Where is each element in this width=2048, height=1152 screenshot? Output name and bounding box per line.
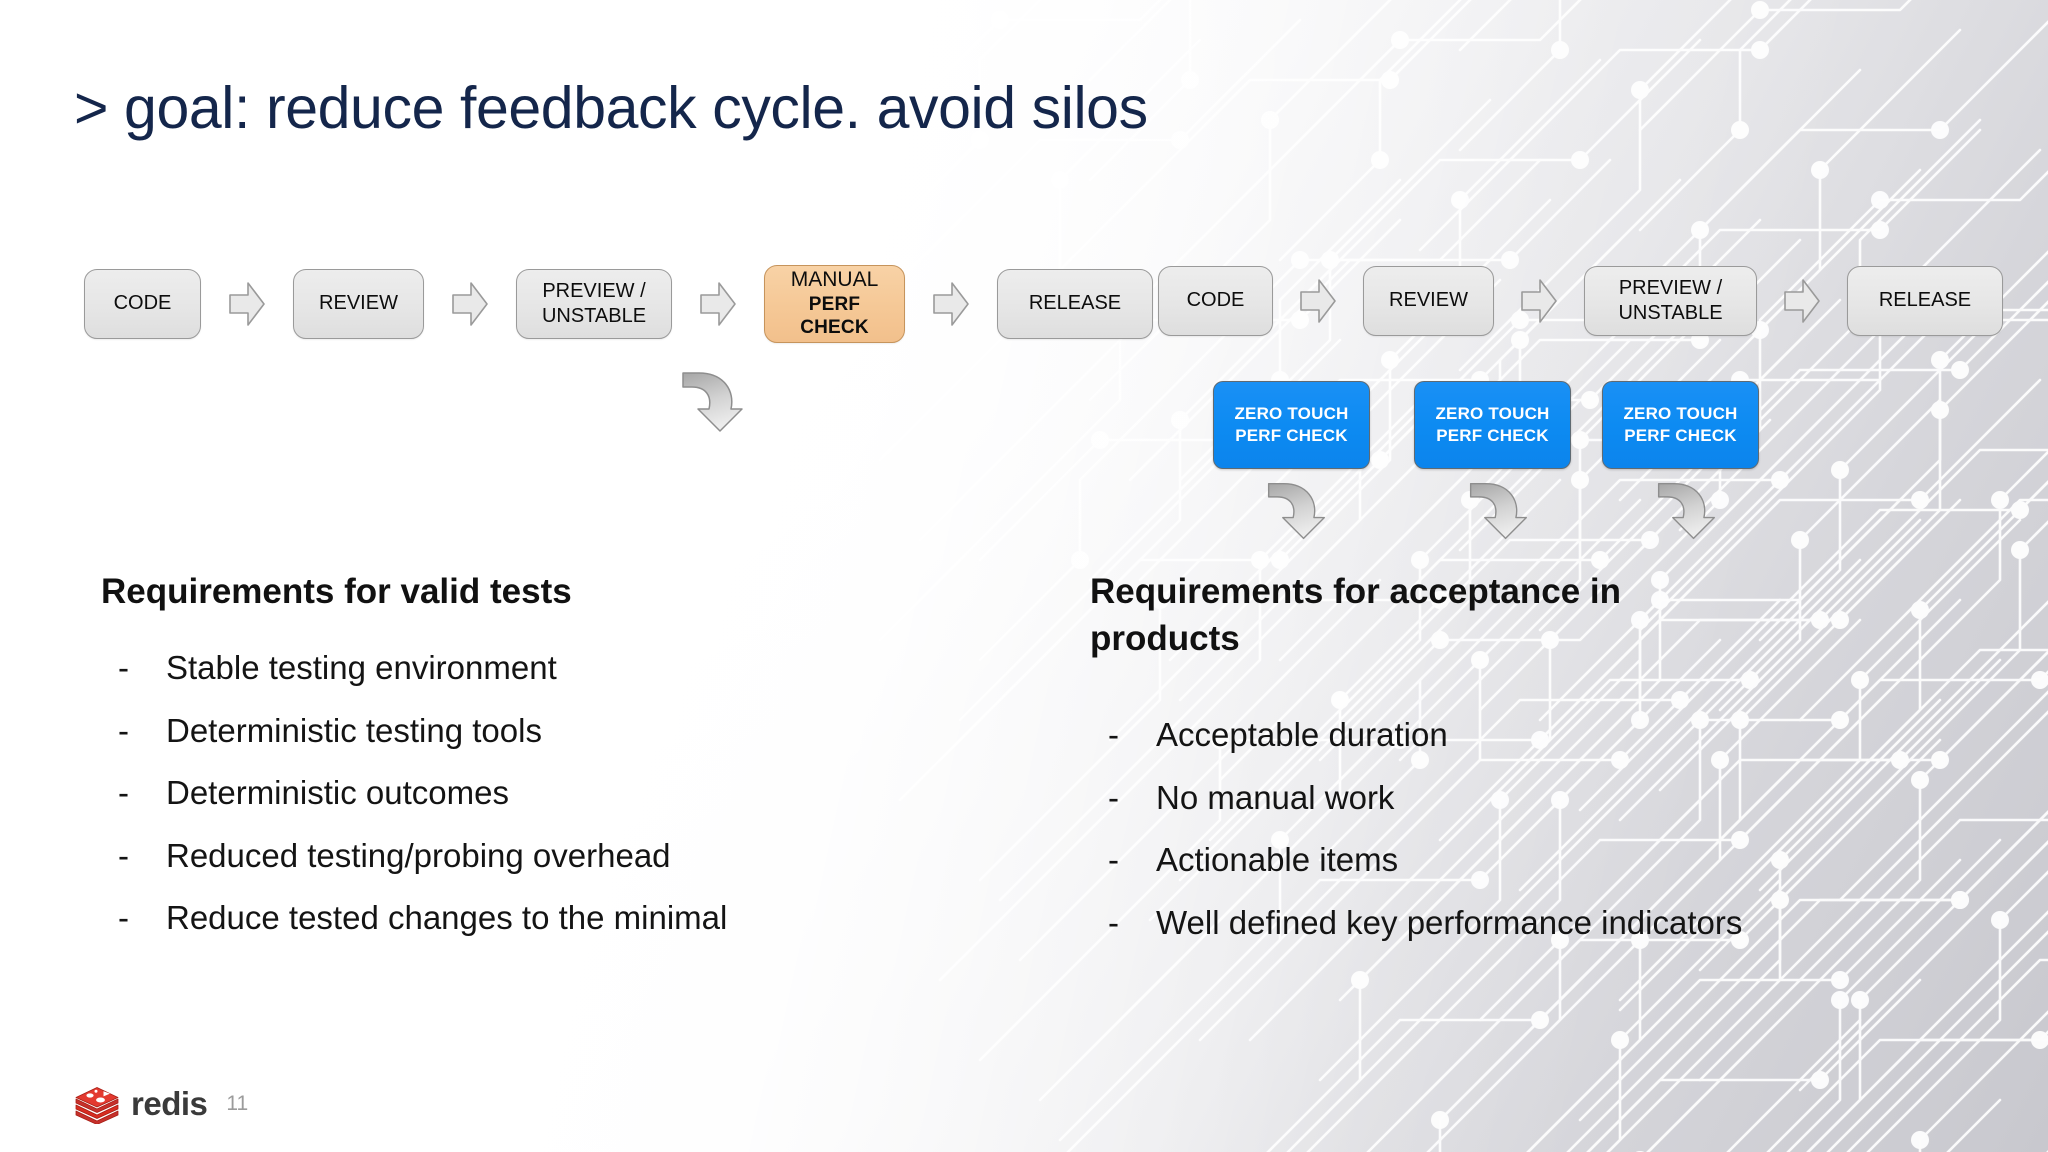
pipeline-right-stage-code[interactable]: CODE (1158, 266, 1273, 336)
stage-label: REVIEW (319, 292, 398, 315)
pipeline-right-stage-release[interactable]: RELEASE (1847, 266, 2003, 336)
list-item: - Acceptable duration (1108, 712, 1742, 758)
left-column-heading: Requirements for valid tests (101, 572, 572, 611)
pipeline-right-stage-review[interactable]: REVIEW (1363, 266, 1494, 336)
stage-label: CODE (1186, 289, 1245, 312)
zt-label-line-2: PERF CHECK (1235, 426, 1348, 445)
list-item: - No manual work (1108, 775, 1742, 821)
pipeline-left-stage-review[interactable]: REVIEW (293, 269, 424, 339)
page-number: 11 (226, 1092, 249, 1115)
arrow-right-icon (700, 282, 736, 326)
stage-label-line-2: PERF (808, 293, 861, 315)
stage-label-block: PREVIEW / UNSTABLE (542, 280, 646, 328)
arrow-right-icon (1784, 279, 1820, 323)
pipeline-left-stage-preview-unstable[interactable]: PREVIEW / UNSTABLE (516, 269, 672, 339)
list-item: - Reduce tested changes to the minimal (118, 895, 727, 941)
loop-back-arrow-icon-zt-2 (1469, 482, 1527, 540)
left-column-bullet-list: - Stable testing environment - Determini… (118, 645, 727, 958)
zt-label-line-1: ZERO TOUCH (1623, 403, 1738, 423)
list-item: - Actionable items (1108, 837, 1742, 883)
slide-footer: redis 11 (74, 1084, 248, 1124)
slide-title: > goal: reduce feedback cycle. avoid sil… (74, 75, 1148, 141)
bullet-text: Stable testing environment (166, 649, 557, 686)
right-column-bullet-list: - Acceptable duration - No manual work -… (1108, 712, 1742, 962)
arrow-right-icon (1521, 279, 1557, 323)
arrow-right-icon (933, 282, 969, 326)
pipeline-right-stage-preview-unstable[interactable]: PREVIEW / UNSTABLE (1584, 266, 1757, 336)
bullet-text: Deterministic testing tools (166, 711, 542, 749)
bullet-marker: - (118, 711, 129, 749)
arrow-right-icon (1300, 279, 1336, 323)
zero-touch-perf-check-box-2[interactable]: ZERO TOUCH PERF CHECK (1414, 381, 1571, 469)
loop-back-arrow-icon-manual (682, 372, 743, 432)
bullet-marker: - (118, 836, 129, 874)
list-item: - Reduced testing/probing overhead (118, 833, 727, 879)
list-item: - Well defined key performance indicator… (1108, 900, 1742, 946)
list-item: - Deterministic testing tools (118, 708, 727, 754)
bullet-text: Deterministic outcomes (166, 774, 509, 812)
bullet-text: Acceptable duration (1156, 716, 1448, 753)
list-item: - Deterministic outcomes (118, 770, 727, 816)
arrow-right-icon (452, 282, 488, 326)
bullet-text: Reduced testing/probing overhead (166, 836, 671, 874)
bullet-text: No manual work (1156, 778, 1395, 816)
stage-label-line-1: PREVIEW / (1618, 276, 1723, 299)
list-item: - Stable testing environment (118, 645, 727, 691)
pipeline-left-manual: CODE REVIEW PREVIEW / UNSTABLE MANU (84, 265, 1153, 343)
pipeline-left-stage-code[interactable]: CODE (84, 269, 201, 339)
stage-label-block: PREVIEW / UNSTABLE (1618, 277, 1722, 325)
zero-touch-perf-check-box-3[interactable]: ZERO TOUCH PERF CHECK (1602, 381, 1759, 469)
zt-label-line-2: PERF CHECK (1436, 426, 1549, 445)
pipeline-right-zero-touch: CODE REVIEW PREVIEW / UNSTABLE RELEASE (1158, 266, 2003, 336)
stage-label-line-3: CHECK (800, 317, 869, 339)
bullet-marker: - (1108, 903, 1119, 941)
stage-label-line-1: MANUAL (790, 268, 879, 292)
bullet-marker: - (118, 774, 129, 812)
bullet-marker: - (1108, 778, 1119, 816)
bullet-text: Well defined key performance indicators (1156, 903, 1743, 941)
bullet-marker: - (118, 899, 129, 937)
pipeline-left-stage-manual-perf-check[interactable]: MANUAL PERF CHECK (764, 265, 905, 343)
stage-label: CODE (113, 292, 172, 315)
right-column-heading: Requirements for acceptance in products (1090, 572, 1621, 659)
loop-back-arrow-icon-zt-1 (1267, 482, 1325, 540)
bullet-text: Reduce tested changes to the minimal (166, 899, 728, 937)
pipeline-left-stage-release[interactable]: RELEASE (997, 269, 1153, 339)
stage-label-line-1: PREVIEW / (542, 279, 646, 302)
loop-back-arrow-icon-zt-3 (1657, 482, 1715, 540)
stage-label-line-2: UNSTABLE (1618, 301, 1723, 324)
arrow-right-icon (229, 282, 265, 326)
stage-label: RELEASE (1878, 289, 1972, 312)
bullet-marker: - (1108, 841, 1119, 879)
stage-label: REVIEW (1389, 289, 1468, 312)
stage-label-block: MANUAL PERF CHECK (791, 268, 879, 340)
bullet-marker: - (118, 649, 129, 686)
zt-label-line-1: ZERO TOUCH (1234, 403, 1349, 423)
bullet-text: Actionable items (1156, 841, 1399, 879)
zt-label-line-1: ZERO TOUCH (1435, 403, 1550, 423)
stage-label: RELEASE (1028, 292, 1122, 315)
redis-wordmark: redis (131, 1085, 208, 1122)
zero-touch-perf-check-box-1[interactable]: ZERO TOUCH PERF CHECK (1213, 381, 1370, 469)
redis-logo-icon (75, 1087, 119, 1124)
zt-label-line-2: PERF CHECK (1624, 426, 1737, 445)
stage-label-line-2: UNSTABLE (541, 304, 647, 327)
bullet-marker: - (1108, 716, 1119, 753)
